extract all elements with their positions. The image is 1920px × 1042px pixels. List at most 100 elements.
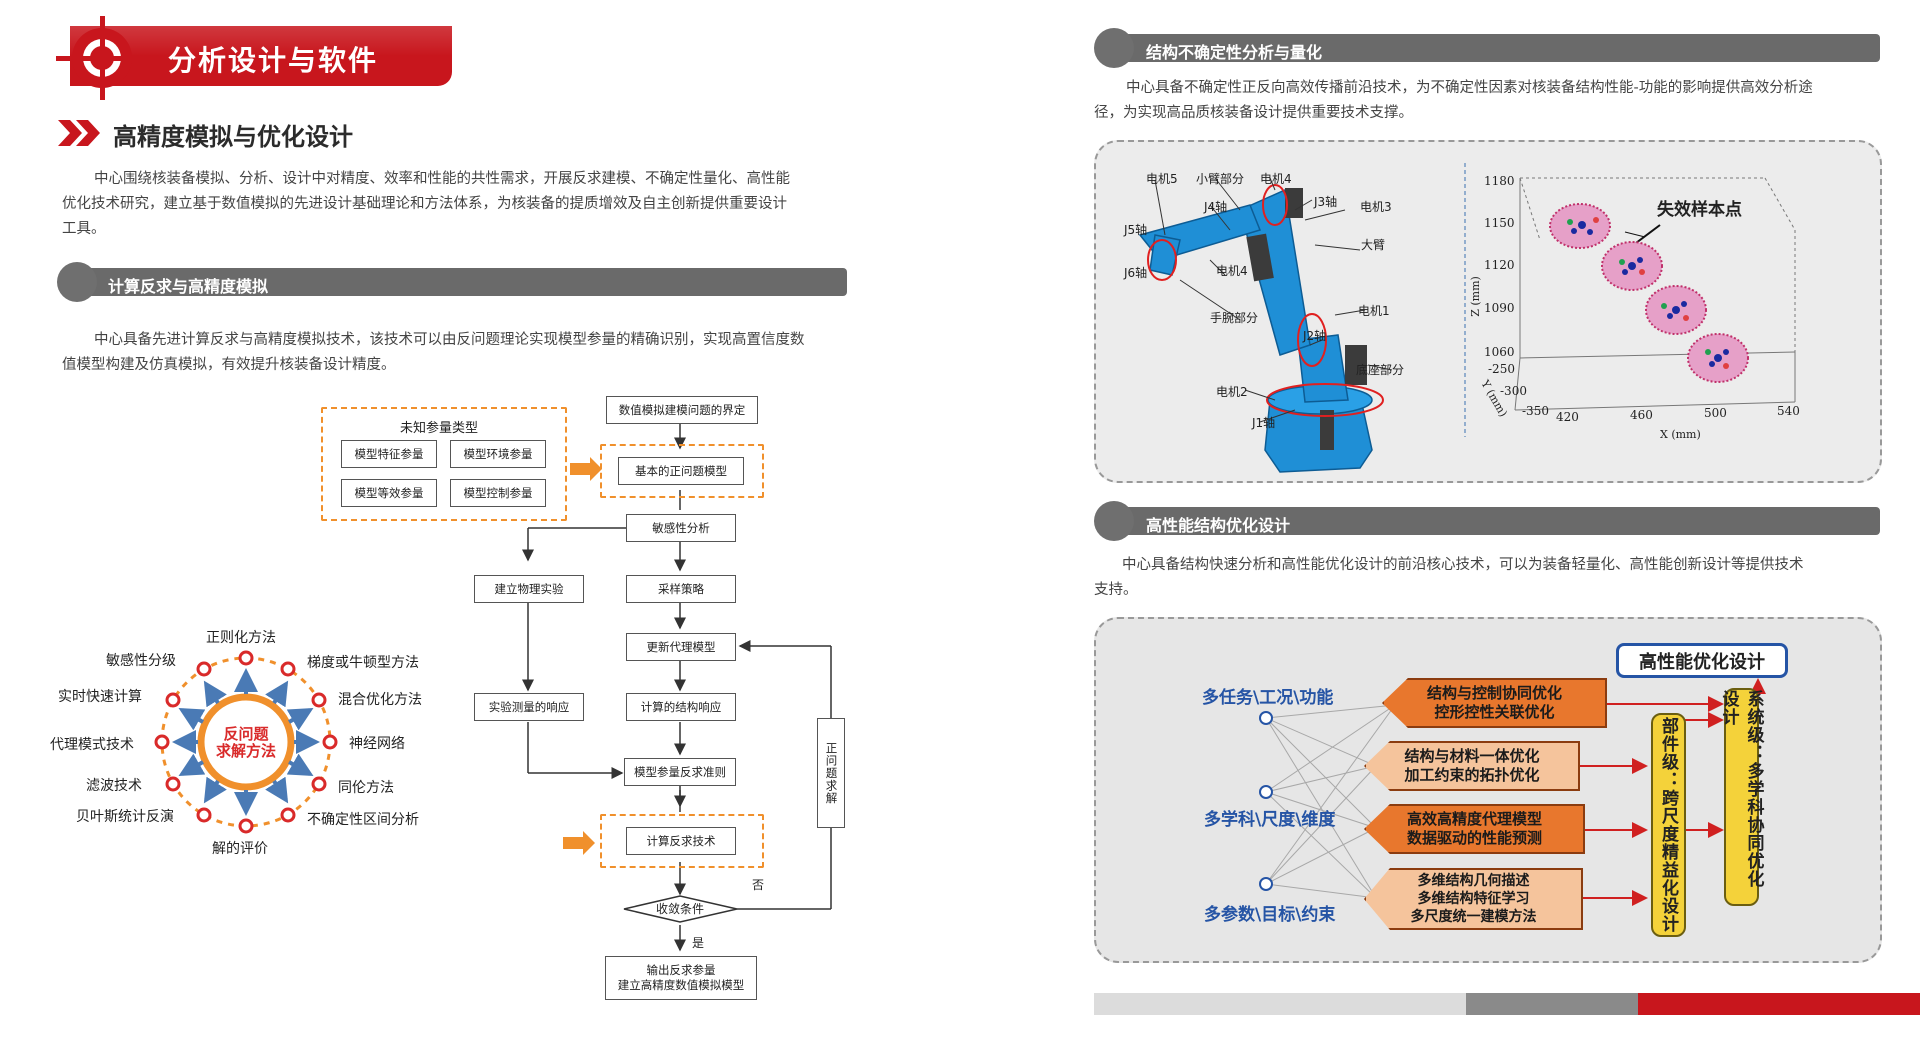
- section-title: 高精度模拟与优化设计: [113, 123, 353, 151]
- radial-center: 反问题 求解方法: [215, 725, 276, 760]
- optimization-box: 高效高精度代理模型 数据驱动的性能预测: [1364, 804, 1585, 854]
- flow-node: 计算的结构响应: [626, 693, 736, 721]
- robot-label: J2轴: [1303, 329, 1327, 343]
- subsection-dot: [1094, 28, 1134, 68]
- plot-title: 失效样本点: [1657, 200, 1742, 220]
- y-tick: -250: [1488, 362, 1515, 376]
- flow-node: 模型特征参量: [341, 440, 437, 468]
- radial-item: 解的评价: [212, 841, 268, 857]
- radial-item: 敏感性分级: [106, 653, 176, 669]
- flow-label-yes: 是: [692, 936, 705, 950]
- z-tick: 1150: [1484, 216, 1515, 230]
- component-level-bar: 部件级：跨尺度精益化设计: [1651, 713, 1686, 937]
- flow-node: 基本的正问题模型: [618, 457, 744, 485]
- uncertainty-paragraph: 中心具备不确定性正反向高效传播前沿技术，为不确定性因素对核装备结构性能-功能的影…: [1094, 80, 1813, 121]
- robot-label: J4轴: [1204, 200, 1228, 214]
- radial-item: 混合优化方法: [338, 692, 422, 708]
- robot-label: 电机5: [1146, 172, 1178, 186]
- radial-item: 代理模式技术: [50, 737, 134, 753]
- flow-node-forward-solve: 正问题求解: [817, 718, 845, 828]
- x-tick: 540: [1777, 404, 1800, 418]
- flow-node: 模型等效参量: [341, 479, 437, 507]
- subsection-bar: [1118, 507, 1880, 535]
- x-tick: 420: [1556, 410, 1579, 424]
- robot-label: 电机2: [1216, 385, 1248, 399]
- z-tick: 1060: [1484, 345, 1515, 359]
- subsection-title: 高性能结构优化设计: [1146, 516, 1291, 535]
- unknown-params-group: [321, 407, 567, 521]
- flow-node-output: 输出反求参量 建立高精度数值模拟模型: [605, 956, 757, 1000]
- robot-label: 手腕部分: [1210, 311, 1259, 325]
- subsection-paragraph: 中心具备先进计算反求与高精度模拟技术，该技术可以由反问题理论实现模型参量的精确识…: [62, 332, 805, 373]
- optimization-top-box: 高性能优化设计: [1616, 643, 1788, 678]
- crosshair-logo-icon: [56, 16, 150, 100]
- subsection-title: 结构不确定性分析与量化: [1146, 43, 1323, 62]
- x-tick: 460: [1630, 408, 1653, 422]
- optimization-paragraph: 中心具备结构快速分析和高性能优化设计的前沿核心技术，可以为装备轻量化、高性能创新…: [1094, 557, 1804, 598]
- system-level-bar: 系统级：多学科协同优化设计: [1719, 688, 1764, 906]
- x-axis-label: X (mm): [1660, 428, 1701, 441]
- z-tick: 1090: [1484, 301, 1515, 315]
- y-tick: -300: [1500, 384, 1527, 398]
- footer-bar-red: [1638, 993, 1920, 1015]
- inverse-tech-group: [600, 814, 764, 868]
- radial-item: 滤波技术: [86, 778, 142, 794]
- radial-item: 梯度或牛顿型方法: [307, 655, 419, 671]
- flow-node: 模型环境参量: [450, 440, 546, 468]
- header-title: 分析设计与软件: [168, 44, 379, 77]
- z-tick: 1180: [1484, 174, 1515, 188]
- radial-item: 实时快速计算: [58, 689, 142, 705]
- robot-label: J5轴: [1124, 223, 1148, 237]
- flow-node: 模型参量反求准则: [624, 758, 736, 786]
- subsection-bar: [1118, 34, 1880, 62]
- robot-arm-illustration: [1138, 177, 1393, 473]
- subsection-dot: [57, 262, 97, 302]
- robot-label: 电机3: [1360, 200, 1392, 214]
- robot-label: 底座部分: [1356, 363, 1405, 377]
- forward-model-group: [600, 444, 764, 498]
- intro-paragraph: 中心围绕核装备模拟、分析、设计中对精度、效率和性能的共性需求，开展反求建模、不确…: [62, 171, 790, 237]
- robot-label: J1轴: [1252, 416, 1276, 430]
- radial-item: 神经网络: [349, 736, 405, 752]
- flow-node: 模型控制参量: [450, 479, 546, 507]
- flow-node: 建立物理实验: [474, 575, 584, 603]
- uncertainty-panel: [1094, 140, 1882, 483]
- double-chevron-icon: [58, 120, 100, 146]
- radial-item: 贝叶斯统计反演: [76, 809, 174, 825]
- optimization-box: 结构与控制协同优化 控形控性关联优化: [1382, 678, 1607, 728]
- flow-node: 敏感性分析: [626, 514, 736, 542]
- robot-label: 电机4: [1260, 172, 1292, 186]
- robot-label: 电机4: [1216, 264, 1248, 278]
- flow-node: 计算反求技术: [626, 827, 736, 855]
- flow-node: 实验测量的响应: [474, 693, 584, 721]
- footer-bar-gray: [1466, 993, 1638, 1015]
- flow-label-no: 否: [752, 878, 765, 892]
- flow-node: 数值模拟建模问题的界定: [606, 396, 758, 424]
- radial-item: 正则化方法: [206, 630, 276, 646]
- robot-label: J3轴: [1314, 195, 1338, 209]
- optimization-box: 结构与材料一体优化 加工约束的拓扑优化: [1364, 741, 1580, 791]
- unknown-params-title: 未知参量类型: [400, 421, 479, 436]
- z-tick: 1120: [1484, 258, 1515, 272]
- flow-node-convergence: 收敛条件: [656, 902, 705, 916]
- robot-label: 小臂部分: [1196, 172, 1245, 186]
- robot-label: 大臂: [1361, 238, 1386, 252]
- x-tick: 500: [1704, 406, 1727, 420]
- radial-item: 同伦方法: [338, 780, 394, 796]
- subsection-dot: [1094, 501, 1134, 541]
- optimization-box: 多维结构几何描述 多维结构特征学习 多尺度统一建模方法: [1364, 868, 1583, 930]
- robot-label: J6轴: [1124, 266, 1148, 280]
- flow-node: 采样策略: [626, 575, 736, 603]
- footer-bar-light: [1094, 993, 1466, 1015]
- radial-item: 不确定性区间分析: [307, 812, 419, 828]
- y-tick: -350: [1522, 404, 1549, 418]
- header-banner: [70, 26, 452, 86]
- robot-label: 电机1: [1358, 304, 1390, 318]
- optimization-left-label: 多学科\尺度\维度: [1204, 810, 1336, 830]
- flow-node: 更新代理模型: [626, 633, 736, 661]
- subsection-title: 计算反求与高精度模拟: [108, 277, 269, 296]
- subsection-bar: [76, 268, 847, 296]
